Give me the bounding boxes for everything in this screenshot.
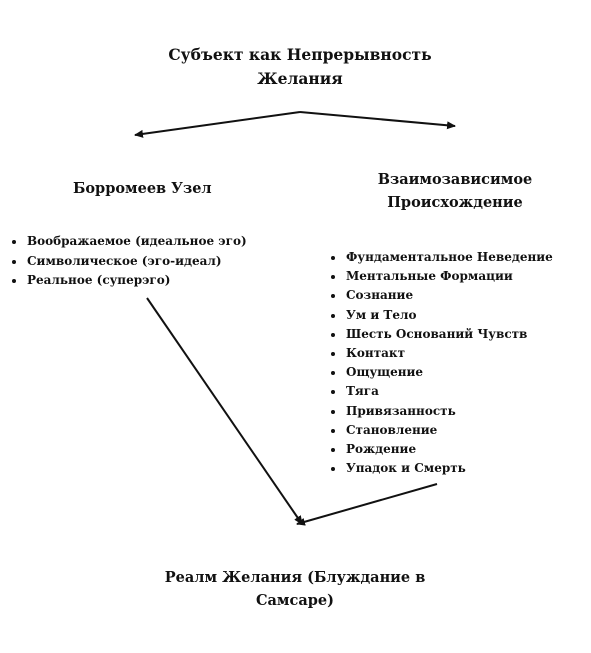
list-item: Ум и Тело xyxy=(329,306,553,325)
list-item: Сознание xyxy=(329,286,553,305)
list-item: Привязанность xyxy=(329,402,553,421)
list-item: Шесть Оснований Чувств xyxy=(329,325,553,344)
realm-of-desire-title: Реалм Желания (Блуждание в Самсаре) xyxy=(150,566,440,612)
list-item: Воображаемое (идеальное эго) xyxy=(10,232,247,252)
list-item: Реальное (суперэго) xyxy=(10,271,247,291)
list-item: Рождение xyxy=(329,440,553,459)
list-item: Упадок и Смерть xyxy=(329,459,553,478)
list-item: Становление xyxy=(329,421,553,440)
arrow-borromean-to-realm xyxy=(146,297,303,525)
dependent-origination-title-line-1: Взаимозависимое xyxy=(377,171,533,188)
realm-of-desire-title-line-2: Самсаре) xyxy=(256,592,334,609)
arrow-to-dependent-origination xyxy=(299,111,456,130)
dependent-origination-title-line-2: Происхождение xyxy=(387,194,523,211)
list-item: Ментальные Формации xyxy=(329,267,553,286)
list-item: Фундаментальное Неведение xyxy=(329,248,553,267)
arrow-to-borromean-knot xyxy=(134,111,301,138)
dependent-origination-list: Фундаментальное Неведение Ментальные Фор… xyxy=(329,248,553,478)
list-item: Символическое (эго-идеал) xyxy=(10,252,247,272)
diagram-title: Субъект как Непрерывность Желания xyxy=(140,43,460,91)
list-item: Тяга xyxy=(329,382,553,401)
borromean-knot-title: Борромеев Узел xyxy=(73,180,212,197)
list-item: Контакт xyxy=(329,344,553,363)
diagram-title-line-1: Субъект как Непрерывность xyxy=(168,45,432,64)
realm-of-desire-title-line-1: Реалм Желания (Блуждание в xyxy=(164,569,426,586)
dependent-origination-title: Взаимозависимое Происхождение xyxy=(360,168,550,214)
arrow-origination-to-realm xyxy=(296,483,438,526)
borromean-knot-list: Воображаемое (идеальное эго) Символическ… xyxy=(10,232,247,291)
list-item: Ощущение xyxy=(329,363,553,382)
diagram-title-line-2: Желания xyxy=(257,69,343,88)
